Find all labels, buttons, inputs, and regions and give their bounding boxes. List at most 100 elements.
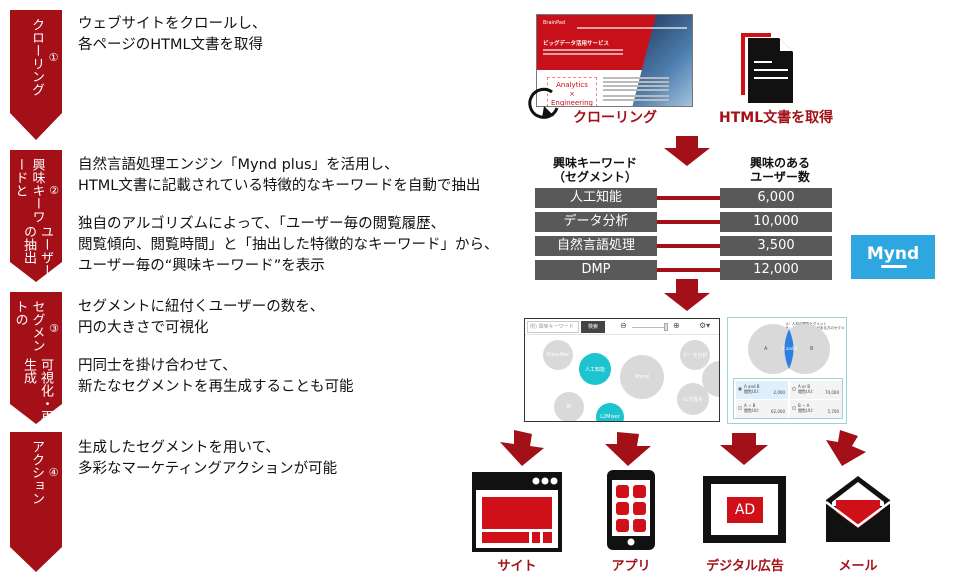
down-arrow-icon: [500, 430, 544, 466]
step-number: ①: [47, 50, 60, 64]
keyword-cell: 人工知能: [535, 188, 657, 208]
segment-bubble[interactable]: L2Mixer: [596, 403, 624, 421]
keyword-user-connector: [657, 268, 720, 272]
segment-bubble[interactable]: Klassifier: [543, 340, 573, 370]
step-4-banner: ④ アクション: [10, 432, 62, 572]
site-nav: [577, 27, 687, 29]
step-title-line-1: セグメントの: [12, 300, 45, 352]
site-hero-text: [543, 49, 623, 51]
step-title-line-2: 可視化・再生成: [21, 358, 53, 424]
users-column-header: 興味のある ユーザー数: [749, 156, 810, 184]
mynd-logo: Mynd: [851, 235, 935, 279]
down-arrow-icon: [605, 432, 651, 466]
keyword-user-connector: [657, 244, 720, 248]
step-number: ③: [47, 321, 61, 335]
user-count-cell: 12,000: [720, 260, 832, 280]
venn-label-b: B: [810, 346, 814, 352]
venn-option-name: A or B: [798, 384, 811, 389]
html-caption: HTML文書を取得: [719, 110, 834, 126]
keyword-user-connector: [657, 220, 720, 224]
segment-bubble[interactable]: AI: [554, 392, 584, 421]
user-count-cell: 3,500: [720, 236, 832, 256]
ad-icon: AD: [703, 476, 786, 543]
crawling-caption: クローリング: [573, 110, 657, 126]
keyword-table-row: データ分析 10,000: [535, 212, 832, 232]
website-icon: [472, 472, 562, 552]
segment-bubble[interactable]: データ分析: [680, 340, 710, 370]
site-card: Analytics × Engineering: [547, 77, 597, 106]
banner-arrow-shape: [10, 292, 62, 424]
venn-option-name: A and B: [744, 384, 760, 389]
zoom-in-icon[interactable]: ⊕: [673, 321, 680, 330]
down-arrow-icon: [720, 433, 768, 465]
step-1-description: ウェブサイトをクロールし、 各ページのHTML文書を取得: [78, 16, 267, 53]
zoom-out-icon[interactable]: ⊖: [620, 321, 627, 330]
step-number: ②: [47, 184, 61, 198]
keyword-cell: データ分析: [535, 212, 657, 232]
radio-button[interactable]: [792, 406, 796, 410]
step-3-description: セグメントに紐付くユーザーの数を、 円の大きさで可視化 円同士を掛け合わせて、 …: [78, 299, 354, 395]
keyword-column-header: 興味キーワード （セグメント）: [552, 156, 637, 184]
step-4-description: 生成したセグメントを用いて、 多彩なマーケティングアクションが可能: [78, 440, 338, 477]
down-arrow-icon: [664, 136, 710, 166]
radio-button[interactable]: [738, 387, 742, 391]
banner-arrow-shape: [10, 150, 62, 282]
segment-bubble[interactable]: 人工知能: [579, 353, 611, 385]
down-arrow-icon: [826, 430, 866, 466]
keyword-search-input[interactable]: 例) 興味キーワード: [527, 321, 579, 333]
radio-button[interactable]: [738, 406, 742, 410]
step-title-line-2: ユーザーの抽出: [21, 225, 53, 278]
refresh-icon: [528, 87, 559, 119]
venn-option-value: 5,700: [827, 409, 839, 414]
venn-label-intersection: A and B: [782, 346, 798, 351]
venn-option-label: 閲覧UU：: [798, 389, 816, 394]
venn-label-a: A: [764, 346, 768, 352]
venn-option-label: 閲覧UU：: [744, 408, 762, 413]
venn-option-value: 62,000: [771, 409, 785, 414]
step-title-line-1: 興味キーワードと: [12, 158, 45, 223]
venn-option-label: 閲覧UU：: [798, 408, 816, 413]
html-document-icon: [741, 33, 793, 103]
settings-icon[interactable]: ⚙▾: [699, 321, 711, 330]
step-3-banner: ③ セグメントの 可視化・再生成: [10, 292, 62, 424]
site-hero-title: ビッグデータ活用サービス: [543, 41, 610, 47]
segment-bubble[interactable]: Mynd: [620, 355, 664, 399]
mynd-logo-underline: [881, 265, 907, 268]
banner-arrow-shape: [10, 10, 62, 140]
keyword-cell: 自然言語処理: [535, 236, 657, 256]
user-count-cell: 10,000: [720, 212, 832, 232]
banner-arrow-shape: [10, 432, 62, 572]
venn-option-label: 閲覧UU：: [744, 389, 762, 394]
search-button[interactable]: 検索: [581, 321, 605, 333]
venn-option-name: A − B: [744, 403, 756, 408]
zoom-slider[interactable]: [632, 327, 668, 328]
zoom-slider-handle[interactable]: [664, 323, 668, 331]
segment-bubble[interactable]: [702, 361, 719, 397]
venn-option-value: 2,000: [773, 390, 785, 395]
mail-icon: [826, 476, 890, 542]
action-caption-mail: メール: [838, 559, 878, 574]
ad-badge: AD: [727, 497, 763, 523]
bubble-toolbar: 例) 興味キーワード 検索 ⊖ ⊕ ⚙▾: [525, 319, 719, 335]
smartphone-app-icon: [607, 470, 655, 550]
step-title: クローリング: [29, 18, 44, 96]
step-title: アクション: [29, 440, 44, 505]
venn-option-name: B − A: [798, 403, 810, 408]
action-caption-app: アプリ: [611, 559, 651, 574]
venn-diagram-screenshot: A：人材の閲覧セグメント B：人工知能に興味がある方のセグメント A B A a…: [727, 317, 847, 424]
venn-intersection: [784, 329, 794, 369]
radio-button[interactable]: [792, 387, 796, 391]
action-caption-site: サイト: [497, 559, 537, 574]
step-number: ④: [47, 466, 60, 479]
keyword-user-connector: [657, 196, 720, 200]
keyword-table-row: 自然言語処理 3,500: [535, 236, 832, 256]
keyword-table-row: DMP 12,000: [535, 260, 832, 280]
user-count-cell: 6,000: [720, 188, 832, 208]
keyword-cell: DMP: [535, 260, 657, 280]
